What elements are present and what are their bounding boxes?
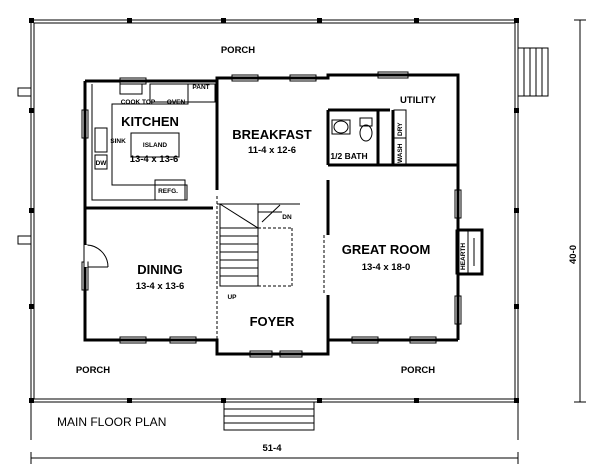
great-room-label: GREAT ROOM: [342, 242, 431, 257]
kitchen-size: 13-4 x 13-6: [130, 154, 179, 165]
cook-top-label: COOK TOP: [121, 99, 156, 106]
great-room-size: 13-4 x 18-0: [362, 262, 411, 273]
porch-top-label: PORCH: [221, 45, 255, 56]
hearth-label: HEARTH: [460, 243, 467, 270]
width-dimension: 51-4: [262, 443, 282, 454]
wash-label: WASH: [397, 143, 404, 163]
bath-fixtures: [331, 109, 407, 166]
dw-label: DW: [96, 160, 108, 167]
stairs-up-label: UP: [227, 294, 237, 301]
kitchen-label: KITCHEN: [121, 114, 179, 129]
porch-deck: [17, 19, 519, 440]
interior-walls: [85, 81, 458, 340]
plan-title: MAIN FLOOR PLAN: [57, 415, 166, 429]
breakfast-label: BREAKFAST: [232, 127, 312, 142]
porch-posts: [29, 18, 519, 403]
refrigerator-label: REFG.: [158, 188, 178, 195]
dimension-lines: [30, 19, 586, 464]
dry-label: DRY: [397, 122, 404, 136]
oven-label: OVEN: [167, 99, 186, 106]
breakfast-size: 11-4 x 12-6: [248, 145, 296, 156]
dining-door: [84, 244, 109, 268]
stairs: [219, 203, 293, 287]
kitchen-counters: [91, 83, 216, 201]
windows: [81, 71, 462, 358]
porch-bottom-right-label: PORCH: [401, 365, 435, 376]
sink-label: SINK: [110, 138, 126, 145]
dining-size: 13-4 x 13-6: [136, 281, 185, 292]
front-steps: [223, 401, 315, 431]
fireplace: [455, 228, 484, 276]
dining-label: DINING: [137, 262, 183, 277]
pantry-label: PANT: [192, 84, 209, 91]
utility-label: UTILITY: [400, 95, 437, 106]
foyer-label: FOYER: [250, 314, 295, 329]
half-bath-label: 1/2 BATH: [330, 151, 367, 161]
depth-dimension: 40-0: [568, 245, 579, 264]
porch-bottom-left-label: PORCH: [76, 365, 110, 376]
side-steps: [517, 47, 549, 97]
stairs-down-label: DN: [282, 214, 292, 221]
island-label: ISLAND: [143, 142, 168, 149]
